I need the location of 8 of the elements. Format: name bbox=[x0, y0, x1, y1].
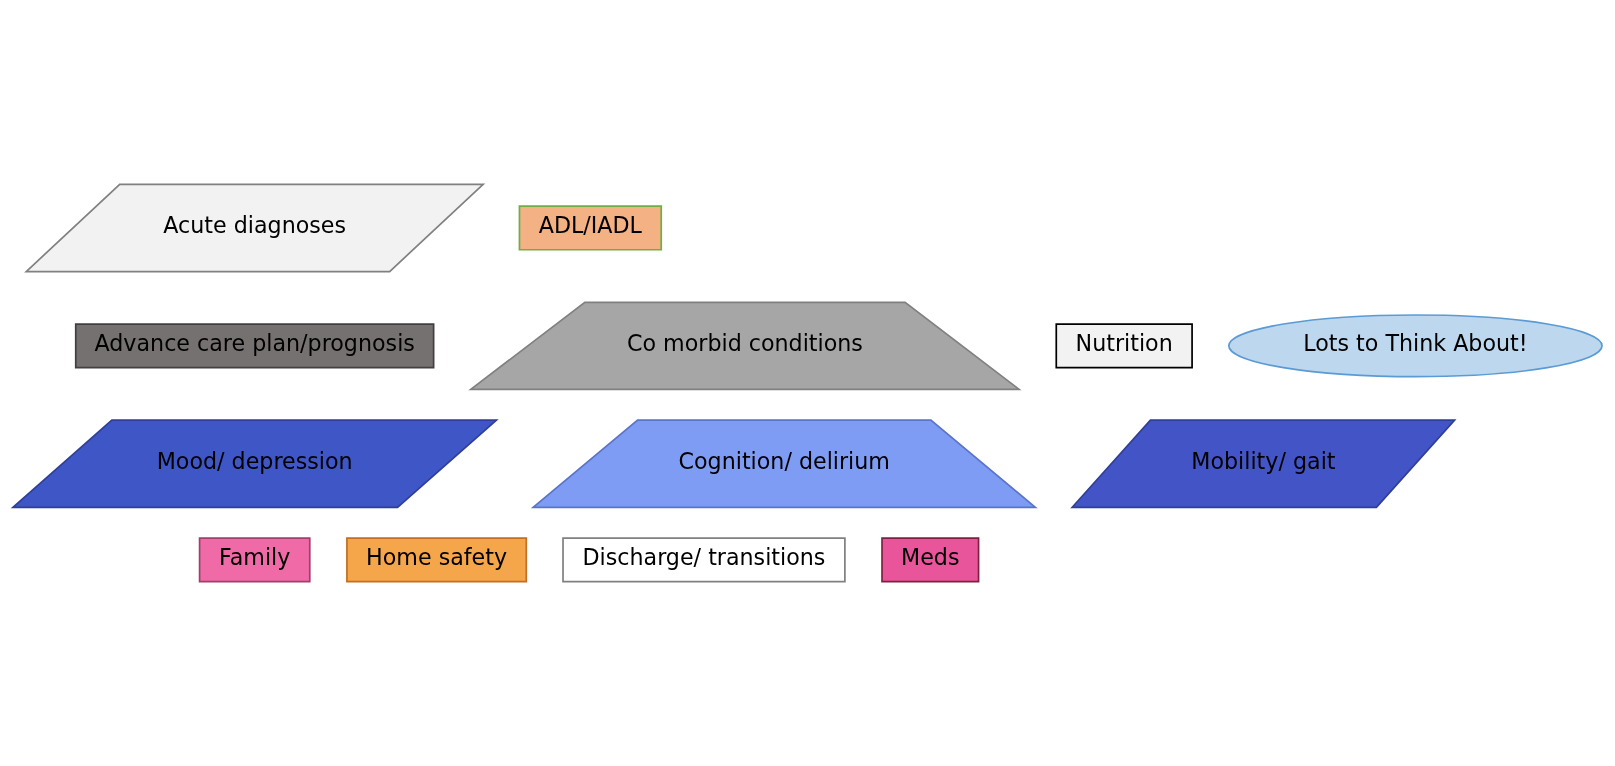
node-box: Home safety bbox=[346, 537, 528, 583]
node-ellipse: Lots to Think About! bbox=[1227, 314, 1603, 378]
node-box: Meds bbox=[881, 537, 980, 583]
node-box: ADL/IADL bbox=[518, 205, 663, 251]
node-box: Discharge/ transitions bbox=[562, 537, 846, 583]
node-box: Nutrition bbox=[1055, 323, 1193, 369]
node-box: Advance care plan/prognosis bbox=[74, 323, 435, 369]
node-box: Family bbox=[198, 537, 311, 583]
